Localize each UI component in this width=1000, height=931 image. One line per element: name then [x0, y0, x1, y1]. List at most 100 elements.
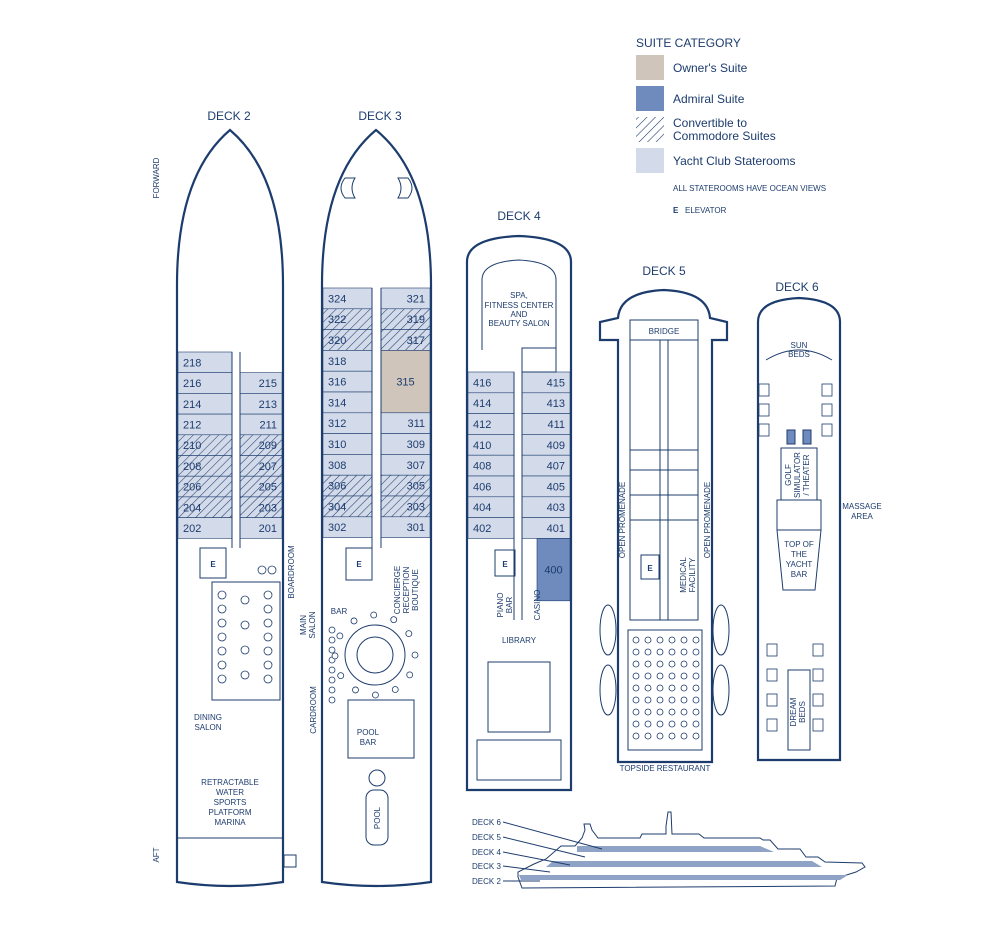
cardroom-label: CARDROOM [309, 686, 318, 734]
sun-bed-icon [766, 643, 778, 657]
legend-owner-suite: Owner's Suite [673, 61, 748, 75]
elevator-symbol: E [210, 560, 216, 569]
table-icon [263, 618, 273, 628]
top-bar-label-1: TOP OF [784, 540, 814, 549]
dining-salon-label-1: DINING [194, 713, 222, 722]
pool-label: POOL [373, 806, 382, 829]
table-icon [692, 672, 700, 680]
deck3-title: DECK 3 [358, 109, 402, 123]
sun-beds-label-1: SUN [791, 341, 808, 350]
deck6-title: DECK 6 [775, 280, 819, 294]
massage-area-label-2: AREA [851, 512, 873, 521]
cabin-number: 416 [473, 377, 491, 389]
legend-commodore-1: Convertible to [673, 116, 747, 130]
sun-bed-icon [766, 693, 778, 707]
table-icon [328, 666, 336, 674]
top-bar-label-4: BAR [791, 570, 808, 579]
spa-label-4: BEAUTY SALON [488, 319, 549, 328]
cabin-number: 205 [259, 482, 277, 494]
aft-label: AFT [152, 847, 161, 862]
cabin-number: 216 [183, 378, 201, 390]
cabin-number: 303 [407, 501, 425, 513]
pool-bar-label-2: BAR [360, 738, 377, 747]
cabin-number: 415 [547, 377, 565, 389]
cabin-number: 305 [407, 481, 425, 493]
elevator-icon: E [673, 206, 679, 215]
marina-label-3: SPORTS [214, 798, 247, 807]
table-icon [680, 636, 688, 644]
pool-bar-label-1: POOL [357, 728, 380, 737]
table-icon [656, 636, 664, 644]
table-icon [257, 565, 267, 575]
cabin-number: 211 [259, 419, 277, 431]
medical-label-2: FACILITY [688, 557, 697, 592]
table-icon [656, 648, 664, 656]
table-icon [656, 720, 664, 728]
table-icon [668, 732, 676, 740]
deck3-interior: E CONCIERGE RECEPTION BOUTIQUE BAR MAIN … [299, 177, 420, 846]
table-icon [680, 648, 688, 656]
table-icon [692, 660, 700, 668]
table-icon [328, 696, 336, 704]
table-icon [656, 696, 664, 704]
cabin-number: 321 [407, 293, 425, 305]
table-icon [328, 676, 336, 684]
table-icon [692, 720, 700, 728]
table-icon [217, 660, 227, 670]
spa-label-3: AND [511, 310, 528, 319]
elevator-icon [199, 547, 227, 579]
table-icon [632, 696, 640, 704]
cabin-number: 412 [473, 419, 491, 431]
boutique-label: BOUTIQUE [411, 569, 420, 611]
sun-bed-icon [758, 403, 770, 417]
table-icon [405, 630, 413, 638]
table-icon [240, 670, 250, 680]
legend-elevator: ELEVATOR [685, 206, 727, 215]
elevator-icon [494, 549, 516, 577]
table-icon [372, 691, 379, 699]
legend-yacht-club: Yacht Club Staterooms [673, 154, 796, 168]
table-icon [680, 732, 688, 740]
cabin-number: 409 [547, 440, 565, 452]
cabin-number: 411 [547, 419, 565, 431]
table-icon [240, 595, 250, 605]
table-icon [217, 674, 227, 684]
profile-deck6-label: DECK 6 [472, 818, 501, 827]
cabin-number: 212 [183, 419, 201, 431]
spa-label-1: SPA, [510, 291, 528, 300]
cabin-number: 304 [328, 501, 346, 513]
sun-bed-icon [812, 643, 824, 657]
cabin-number: 310 [328, 439, 346, 451]
top-bar-label-2: THE [791, 550, 807, 559]
deck4-title: DECK 4 [497, 209, 541, 223]
table-icon [217, 604, 227, 614]
cabin-number: 201 [259, 523, 277, 535]
table-icon [263, 646, 273, 656]
marina-label-4: PLATFORM [209, 808, 252, 817]
dining-salon-area [211, 581, 281, 701]
cabins: 2182162142122102082062042022152132112092… [177, 287, 571, 602]
cabin-number: 400 [544, 565, 562, 577]
cabin-number: 324 [328, 293, 346, 305]
sun-bed-icon [821, 423, 833, 437]
cabin-number: 301 [407, 522, 425, 534]
elevator-symbol: E [647, 564, 653, 573]
table-icon [263, 632, 273, 642]
cabin-number: 319 [407, 314, 425, 326]
profile-deck4-label: DECK 4 [472, 848, 501, 857]
table-icon [656, 708, 664, 716]
library-label: LIBRARY [502, 636, 537, 645]
cabin-number: 308 [328, 460, 346, 472]
legend-admiral-suite: Admiral Suite [673, 92, 745, 106]
concierge-label: CONCIERGE [393, 566, 402, 614]
cabin-400[interactable] [536, 538, 571, 602]
table-icon [217, 618, 227, 628]
main-salon-label-1: MAIN [299, 615, 308, 635]
dream-beds-label-1: DREAM [789, 697, 798, 726]
deck4-interior: SPA, FITNESS CENTER AND BEAUTY SALON E P… [476, 259, 562, 781]
table-icon [644, 672, 652, 680]
reception-label: RECEPTION [402, 566, 411, 613]
open-promenade-left: OPEN PROMENADE [618, 482, 627, 558]
table-icon [656, 672, 664, 680]
golf-label-1: GOLF [784, 464, 793, 486]
